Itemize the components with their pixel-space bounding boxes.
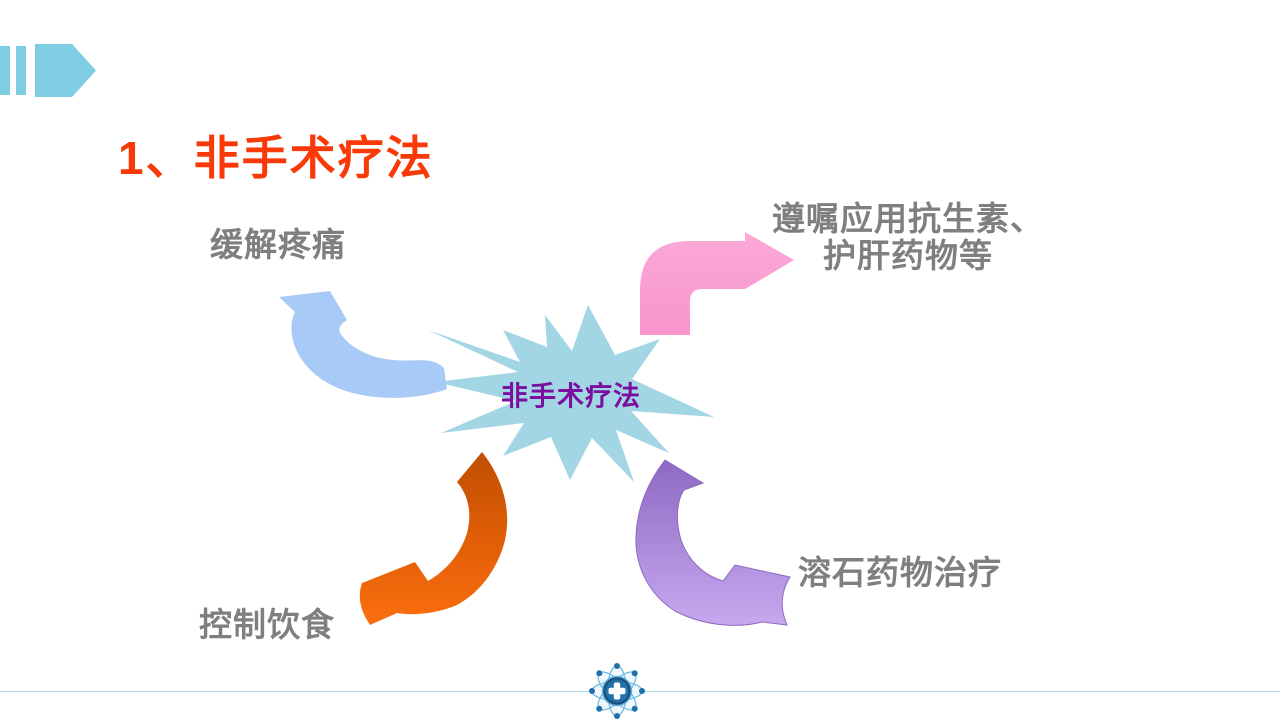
orbit-node-dots — [589, 663, 645, 719]
accent-bar-1 — [0, 46, 10, 95]
branch-label-antibiotics: 遵嘱应用抗生素、 护肝药物等 — [772, 200, 1044, 274]
atom-medical-icon — [589, 663, 645, 719]
curved-arrow-pain — [279, 291, 447, 398]
accent-pentagon-arrow — [35, 44, 96, 97]
branch-label-antibiotics-line1: 遵嘱应用抗生素、 — [772, 200, 1044, 237]
branch-label-diet: 控制饮食 — [199, 606, 335, 643]
curved-arrow-diet — [359, 452, 508, 625]
slide-title: 1、非手术疗法 — [118, 132, 434, 184]
accent-bar-2 — [16, 46, 26, 95]
branch-label-pain: 缓解疼痛 — [210, 226, 346, 263]
branch-label-antibiotics-line2: 护肝药物等 — [823, 237, 993, 274]
branch-label-litholytic: 溶石药物治疗 — [798, 554, 1002, 591]
burst-center-label: 非手术疗法 — [501, 381, 641, 412]
elbow-arrow-antibiotics — [640, 232, 794, 335]
curved-arrow-litholytic — [635, 459, 791, 626]
corner-accent-decoration — [0, 44, 96, 97]
explosion-burst-shape — [428, 305, 714, 482]
medical-cross-icon — [608, 682, 626, 700]
